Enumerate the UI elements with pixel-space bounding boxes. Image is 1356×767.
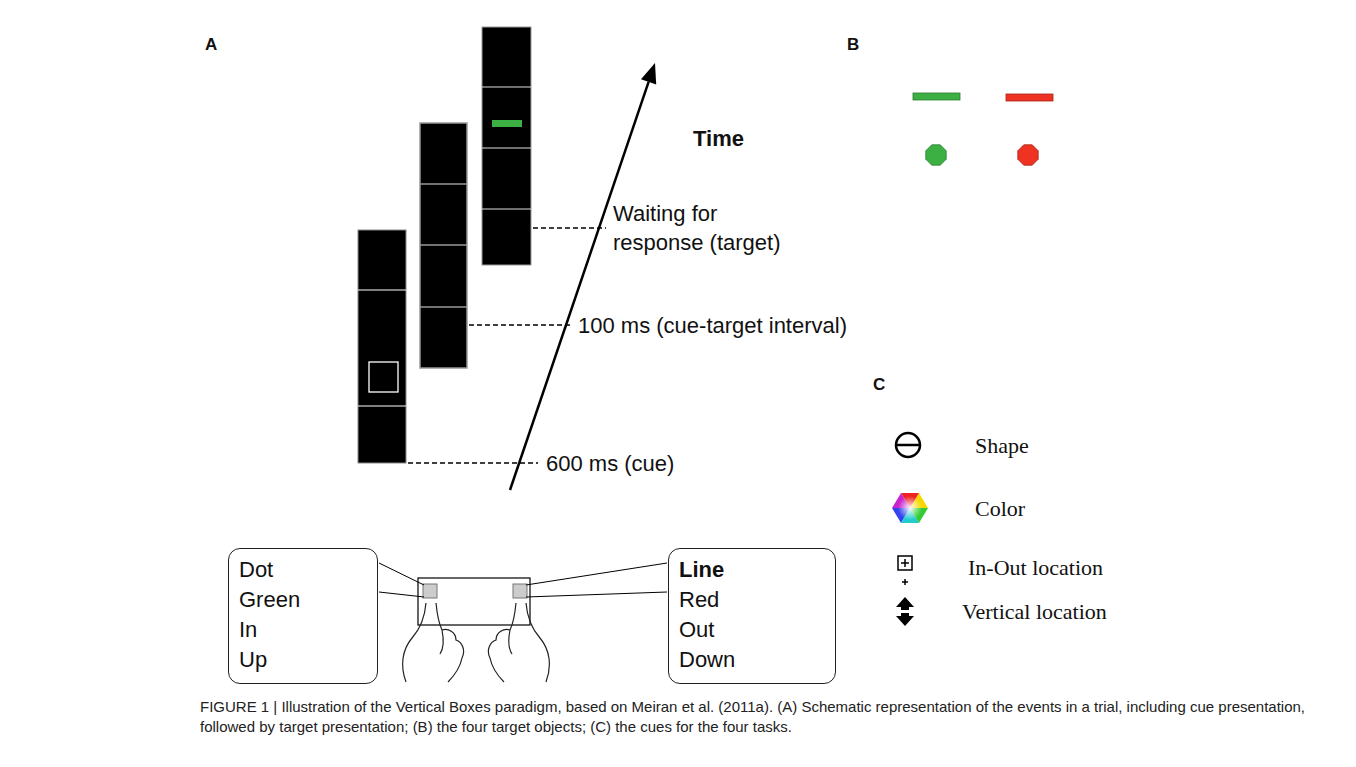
panel-letter: B — [847, 34, 859, 56]
panel-letter: A — [205, 34, 217, 56]
callout-tail — [379, 592, 424, 597]
box-divider — [358, 289, 406, 290]
cue-label: Color — [975, 494, 1025, 523]
cue-square — [369, 362, 398, 392]
box-divider — [420, 244, 467, 246]
keyboard — [379, 563, 667, 682]
box-divider — [420, 306, 467, 308]
arrow-head — [641, 63, 656, 85]
color-cue — [892, 493, 928, 523]
callout-box: LineRedOutDown — [668, 548, 836, 684]
cue-label: Vertical location — [962, 597, 1107, 626]
response-key — [423, 584, 437, 598]
red-dot — [1018, 145, 1038, 165]
hue-center — [898, 496, 922, 520]
target-display — [482, 27, 531, 265]
key-mapping: Dot — [239, 555, 273, 585]
box-divider — [482, 147, 531, 148]
inout-cue — [898, 556, 912, 585]
box-column — [482, 27, 531, 265]
right-hand — [488, 603, 549, 682]
up-arrow — [896, 597, 914, 607]
box-divider — [482, 86, 531, 87]
arrow-stem — [901, 606, 909, 610]
inout-plus — [904, 559, 906, 567]
cue-display — [358, 230, 406, 463]
cue-label: In-Out location — [968, 553, 1103, 582]
green-dot — [926, 145, 946, 165]
callout-tail — [379, 563, 424, 585]
shape-cue-circle — [896, 433, 920, 457]
key-mapping: Line — [679, 555, 724, 585]
box-divider — [420, 183, 467, 185]
dashed-leader — [533, 227, 606, 229]
key-mapping: Red — [679, 585, 719, 615]
left-hand — [403, 603, 464, 682]
key-mapping: Up — [239, 645, 267, 675]
key-mapping: Down — [679, 645, 735, 675]
response-key — [513, 584, 527, 598]
target-line — [492, 120, 522, 127]
phase-label: 600 ms (cue) — [546, 449, 674, 478]
shape-cue-bar — [896, 444, 920, 447]
callout-tail — [526, 563, 667, 585]
box-divider — [358, 405, 406, 406]
phase-label: Waiting for response (target) — [613, 199, 808, 257]
green-line — [913, 93, 960, 100]
callout-box: DotGreenInUp — [228, 548, 378, 684]
key-mapping: Green — [239, 585, 300, 615]
box-column — [358, 230, 406, 463]
time-arrow — [510, 82, 649, 490]
red-line — [1006, 94, 1053, 101]
figure-caption: FIGURE 1 | Illustration of the Vertical … — [200, 697, 1340, 737]
down-arrow — [896, 616, 914, 626]
keyboard-body — [418, 578, 530, 625]
vertical-cue — [896, 597, 914, 626]
box-divider — [482, 208, 531, 209]
box-column — [420, 123, 467, 368]
panel-letter: C — [873, 374, 885, 396]
target-objects — [913, 93, 1053, 165]
dashed-leader — [469, 324, 571, 326]
phase-label: 100 ms (cue-target interval) — [578, 311, 847, 340]
inout-square — [898, 556, 912, 570]
inout-plus — [904, 579, 906, 585]
axis-label: Time — [693, 124, 744, 153]
shape-cue — [896, 433, 920, 457]
key-mapping: In — [239, 615, 257, 645]
cue-label: Shape — [975, 431, 1029, 460]
callout-tail — [526, 592, 667, 597]
key-mapping: Out — [679, 615, 714, 645]
interval-display — [420, 123, 467, 368]
